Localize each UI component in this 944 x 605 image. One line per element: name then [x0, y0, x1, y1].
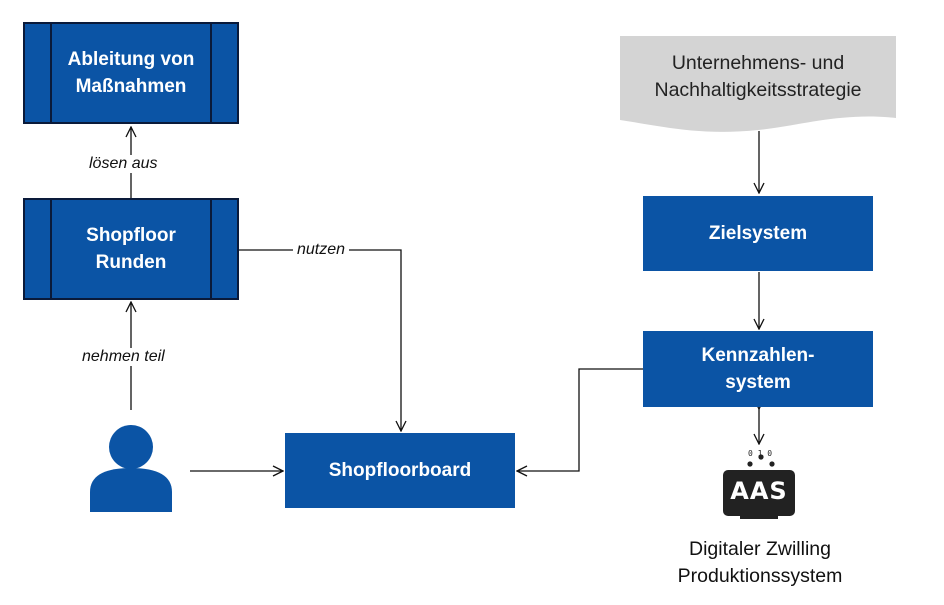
strategy-document-shape — [620, 36, 896, 132]
box-ableitung-label: Ableitung von Maßnahmen — [67, 49, 195, 97]
box-frame-left — [50, 200, 52, 298]
arrow-kennzahlen-board — [517, 368, 643, 471]
strategy-document-text: Unternehmens- und Nachhaltigkeitsstrateg… — [654, 52, 862, 101]
box-kennzahlensystem-label: Kennzahlen-system — [701, 345, 815, 393]
box-shopfloor-runden-label: Shopfloor Runden — [86, 225, 176, 273]
box-zielsystem: Zielsystem — [643, 196, 873, 271]
digital-twin-caption: Digitaler Zwilling Produktionssystem — [677, 538, 843, 587]
box-shopfloorboard: Shopfloorboard — [285, 433, 515, 508]
label-loesen-aus: lösen aus — [85, 155, 162, 173]
box-frame-right — [210, 24, 212, 122]
aas-badge-text: AAS — [730, 477, 788, 505]
label-nehmen-teil: nehmen teil — [78, 348, 169, 366]
box-ableitung-von-massnahmen: Ableitung von Maßnahmen — [23, 22, 239, 124]
box-frame-left — [50, 24, 52, 122]
person-icon — [90, 425, 172, 512]
box-zielsystem-label: Zielsystem — [708, 223, 808, 244]
box-shopfloorboard-label: Shopfloorboard — [328, 460, 472, 481]
label-nutzen: nutzen — [293, 241, 350, 259]
arrow-nutzen — [238, 249, 401, 431]
box-shopfloor-runden: Shopfloor Runden — [23, 198, 239, 300]
box-kennzahlensystem: Kennzahlen-system — [643, 331, 873, 407]
box-frame-right — [210, 200, 212, 298]
aas-bits: 0 1 0 — [747, 449, 773, 458]
aas-icon — [723, 454, 795, 519]
